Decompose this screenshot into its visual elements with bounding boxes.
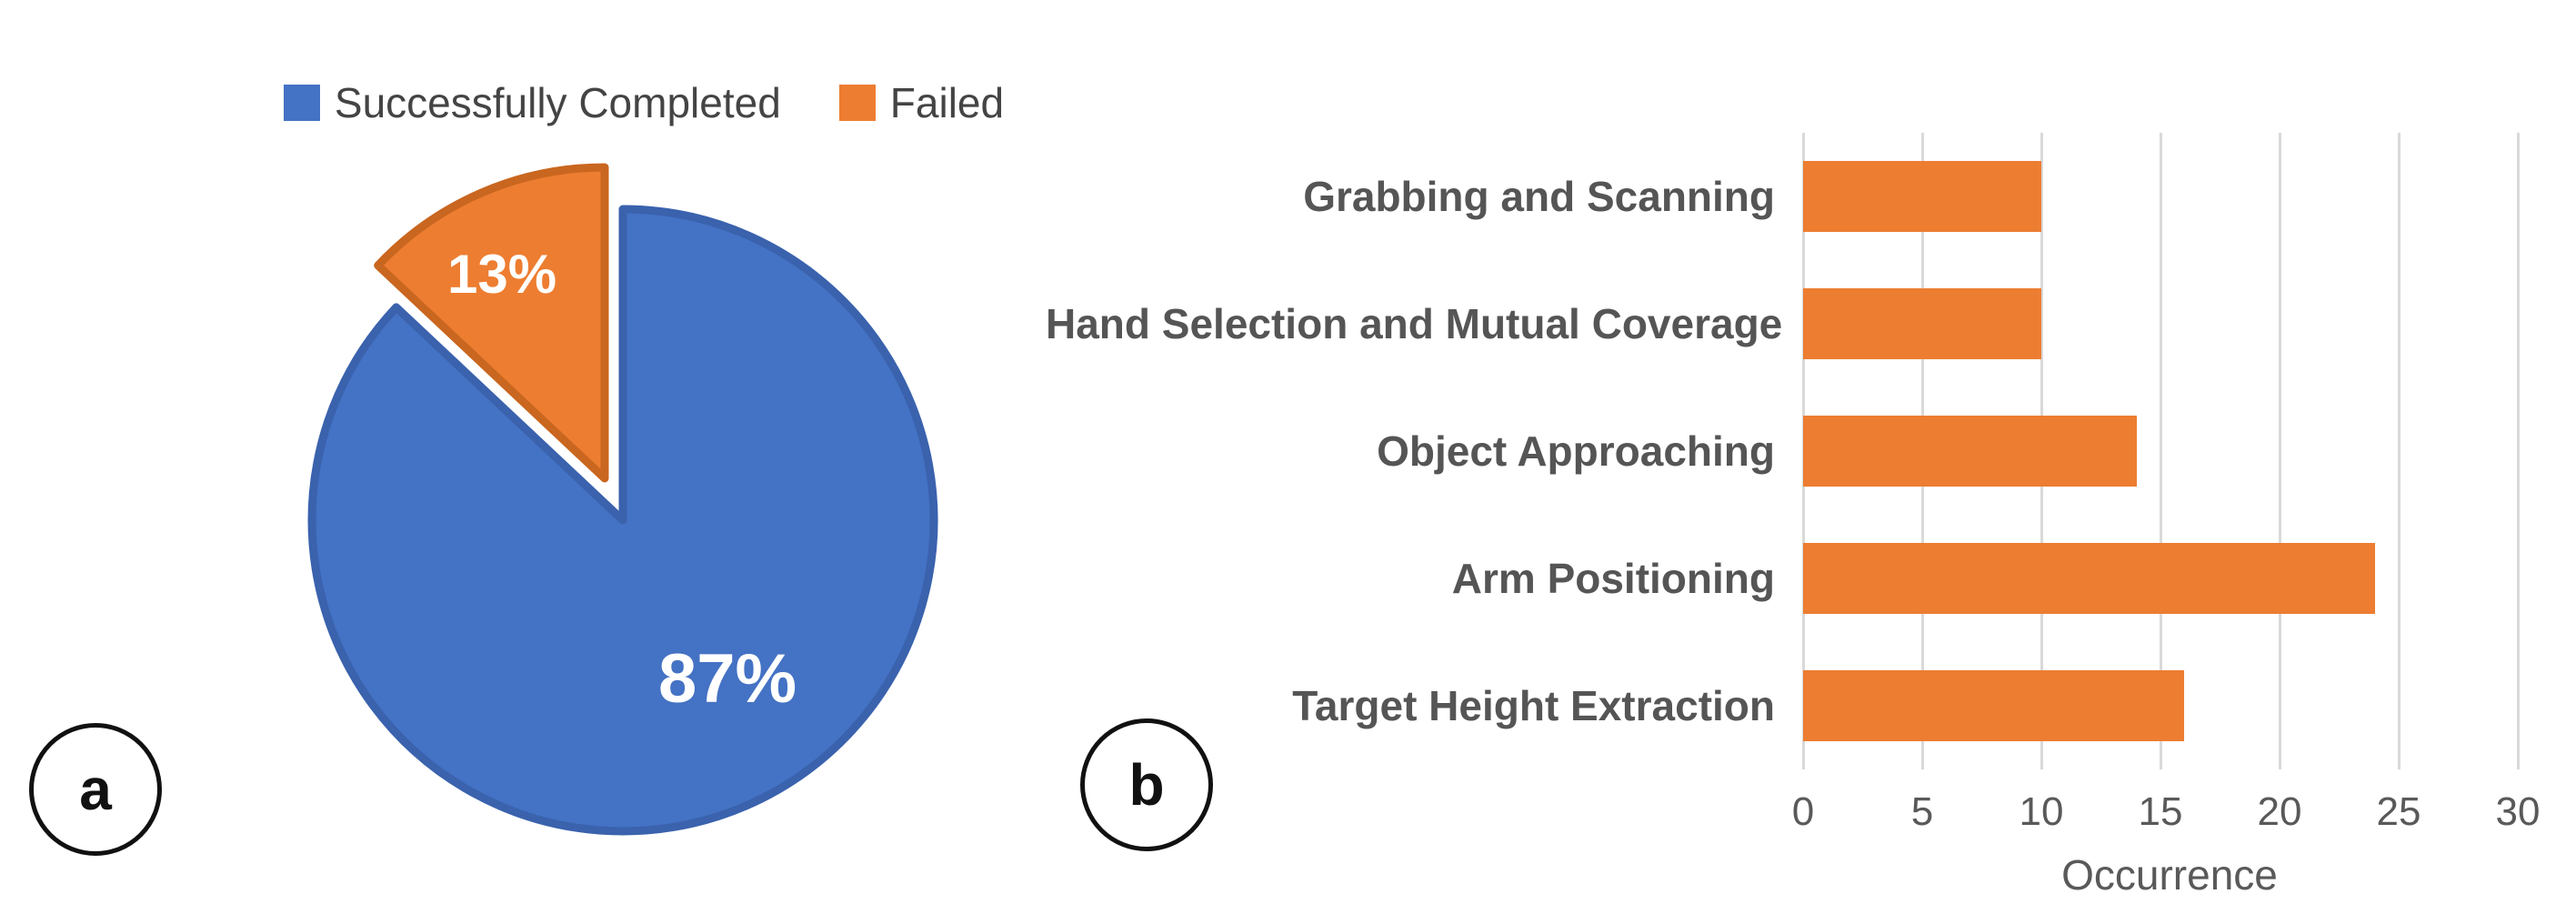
gridline-x-20 [2278,133,2281,769]
gridline-x-15 [2159,133,2162,769]
legend-item-successfully-completed: Successfully Completed [283,78,781,127]
legend-label-successfully-completed: Successfully Completed [334,79,781,126]
pie-slice-successfully-completed [307,205,938,836]
category-label: Arm Positioning [1451,555,1775,602]
panel-b-letter: b [1128,752,1165,818]
legend-label-failed: Failed [889,79,1005,126]
x-tick-label-10: 10 [2019,789,2064,834]
pie-data-label-failed: 13% [447,244,556,305]
bar-object-approaching [1803,416,2137,487]
x-tick-label-25: 25 [2376,789,2421,834]
bar-grabbing-and-scanning [1803,161,2041,232]
panel-a-letter: a [79,757,112,822]
x-tick-label-0: 0 [1791,789,1815,834]
x-tick-label-5: 5 [1910,789,1934,834]
gridline-x-30 [2516,133,2520,769]
x-tick-label-20: 20 [2257,789,2302,834]
bar-arm-positioning [1803,543,2375,614]
legend-swatch-blue-icon [283,85,320,121]
category-label: Object Approaching [1377,427,1775,475]
legend-swatch-orange-icon [838,85,876,121]
category-label: Grabbing and Scanning [1303,173,1775,220]
panel-a-tag: a [29,723,162,856]
x-axis-title: Occurrence [2061,851,2278,899]
panel-b-tag: b [1080,718,1213,851]
legend-item-failed: Failed [838,78,1005,127]
category-label: Hand Selection and Mutual Coverage [1046,300,1783,347]
pie-data-label-successfully-completed: 87% [658,640,797,718]
bar-hand-selection-and-mutual-coverage [1803,288,2041,359]
gridline-x-25 [2397,133,2401,769]
x-tick-label-15: 15 [2138,789,2183,834]
x-tick-label-30: 30 [2495,789,2541,834]
category-label: Target Height Extraction [1292,682,1775,729]
pie-slice-failed [374,163,609,483]
pie-legend: Successfully Completed Failed [0,78,1288,127]
bar-target-height-extraction [1803,670,2185,741]
